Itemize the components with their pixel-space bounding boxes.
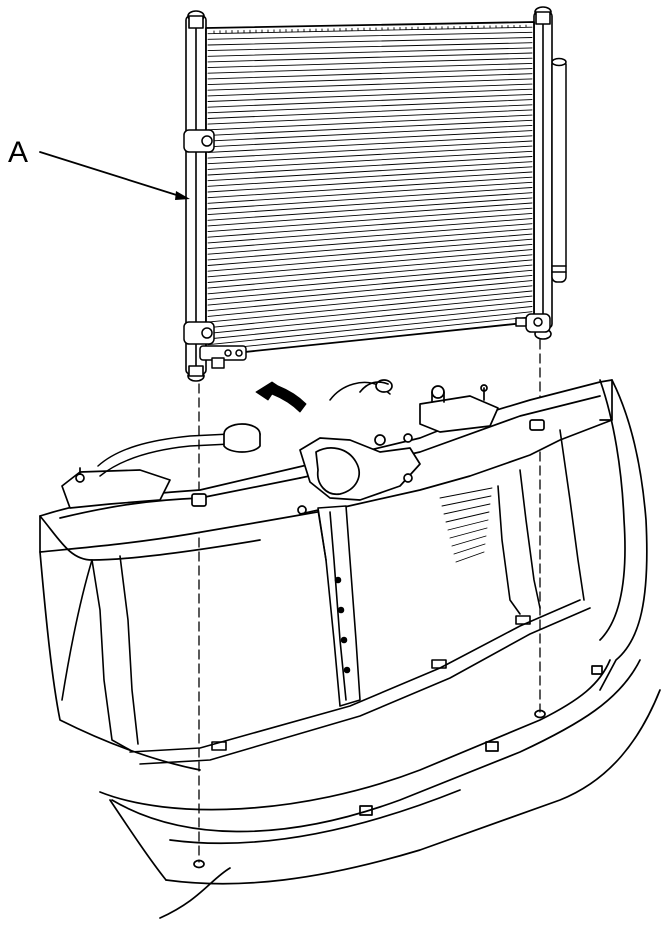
front-bumper xyxy=(40,380,660,918)
center-brace xyxy=(300,506,360,706)
callout-a-label: A xyxy=(8,136,29,169)
receiver-dryer xyxy=(552,59,566,283)
condenser-right-tank xyxy=(534,7,552,339)
condenser-left-brackets xyxy=(184,130,246,368)
condenser-core xyxy=(206,22,534,356)
upper-radiator-support xyxy=(40,380,612,552)
radiator-opening xyxy=(62,430,590,764)
install-direction-arrow xyxy=(256,382,306,412)
condenser xyxy=(184,7,566,381)
callout-a-leader xyxy=(40,152,190,200)
condenser-right-bracket xyxy=(516,314,550,332)
